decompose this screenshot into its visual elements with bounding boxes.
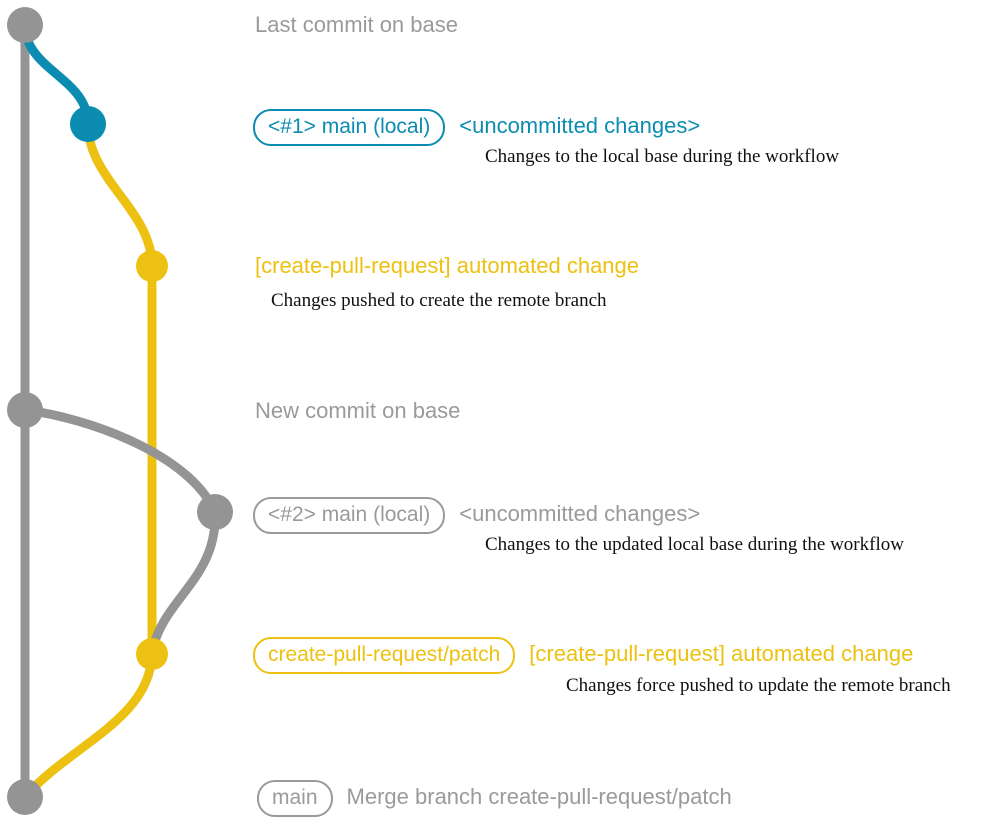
commit-node-automated-change-2	[136, 638, 168, 670]
commit-node-new-commit-on-base	[7, 392, 43, 428]
edge-base-to-local-2	[20, 405, 220, 517]
edge-local-1-to-automated-1	[83, 119, 157, 271]
commit-node-last-commit-on-base	[7, 7, 43, 43]
commit-note-automated-change-1: Changes pushed to create the remote bran…	[271, 290, 607, 311]
commit-subject-automated-change-1: [create-pull-request] automated change	[255, 253, 640, 278]
commit-node-automated-change-1	[136, 250, 168, 282]
commit-node-local-change-1	[70, 106, 106, 142]
branch-pill-create-pull-request-patch[interactable]: create-pull-request/patch	[253, 637, 516, 674]
commit-row-local-change-2: <#2> main (local) <uncommitted changes>	[253, 497, 700, 534]
branch-pill-main[interactable]: main	[257, 780, 333, 817]
edge-automated-2-to-merge	[20, 649, 157, 802]
commit-note-local-change-2: Changes to the updated local base during…	[485, 534, 904, 555]
commit-node-merge-commit	[7, 779, 43, 815]
branch-pill-local-main-1[interactable]: <#1> main (local)	[253, 109, 446, 146]
branch-pill-local-main-2[interactable]: <#2> main (local)	[253, 497, 446, 534]
commit-subject-automated-change-2: [create-pull-request] automated change	[529, 641, 914, 666]
commit-subject-local-change-2: <uncommitted changes>	[459, 501, 701, 526]
commit-note-automated-change-2: Changes force pushed to update the remot…	[566, 675, 951, 696]
commit-note-local-change-1: Changes to the local base during the wor…	[485, 146, 840, 167]
commit-node-local-change-2	[197, 494, 233, 530]
commit-subject-local-change-1: <uncommitted changes>	[459, 113, 701, 138]
commit-row-local-change-1: <#1> main (local) <uncommitted changes>	[253, 109, 700, 146]
commit-subject-merge-commit: Merge branch create-pull-request/patch	[346, 784, 732, 809]
commit-headline-new-commit-on-base: New commit on base	[255, 398, 461, 423]
commit-row-merge-commit: main Merge branch create-pull-request/pa…	[257, 780, 732, 817]
edge-local-2-to-automated-2	[147, 507, 220, 659]
commit-headline-last-commit-on-base: Last commit on base	[255, 12, 458, 37]
commit-row-automated-change-2: create-pull-request/patch [create-pull-r…	[253, 637, 913, 674]
